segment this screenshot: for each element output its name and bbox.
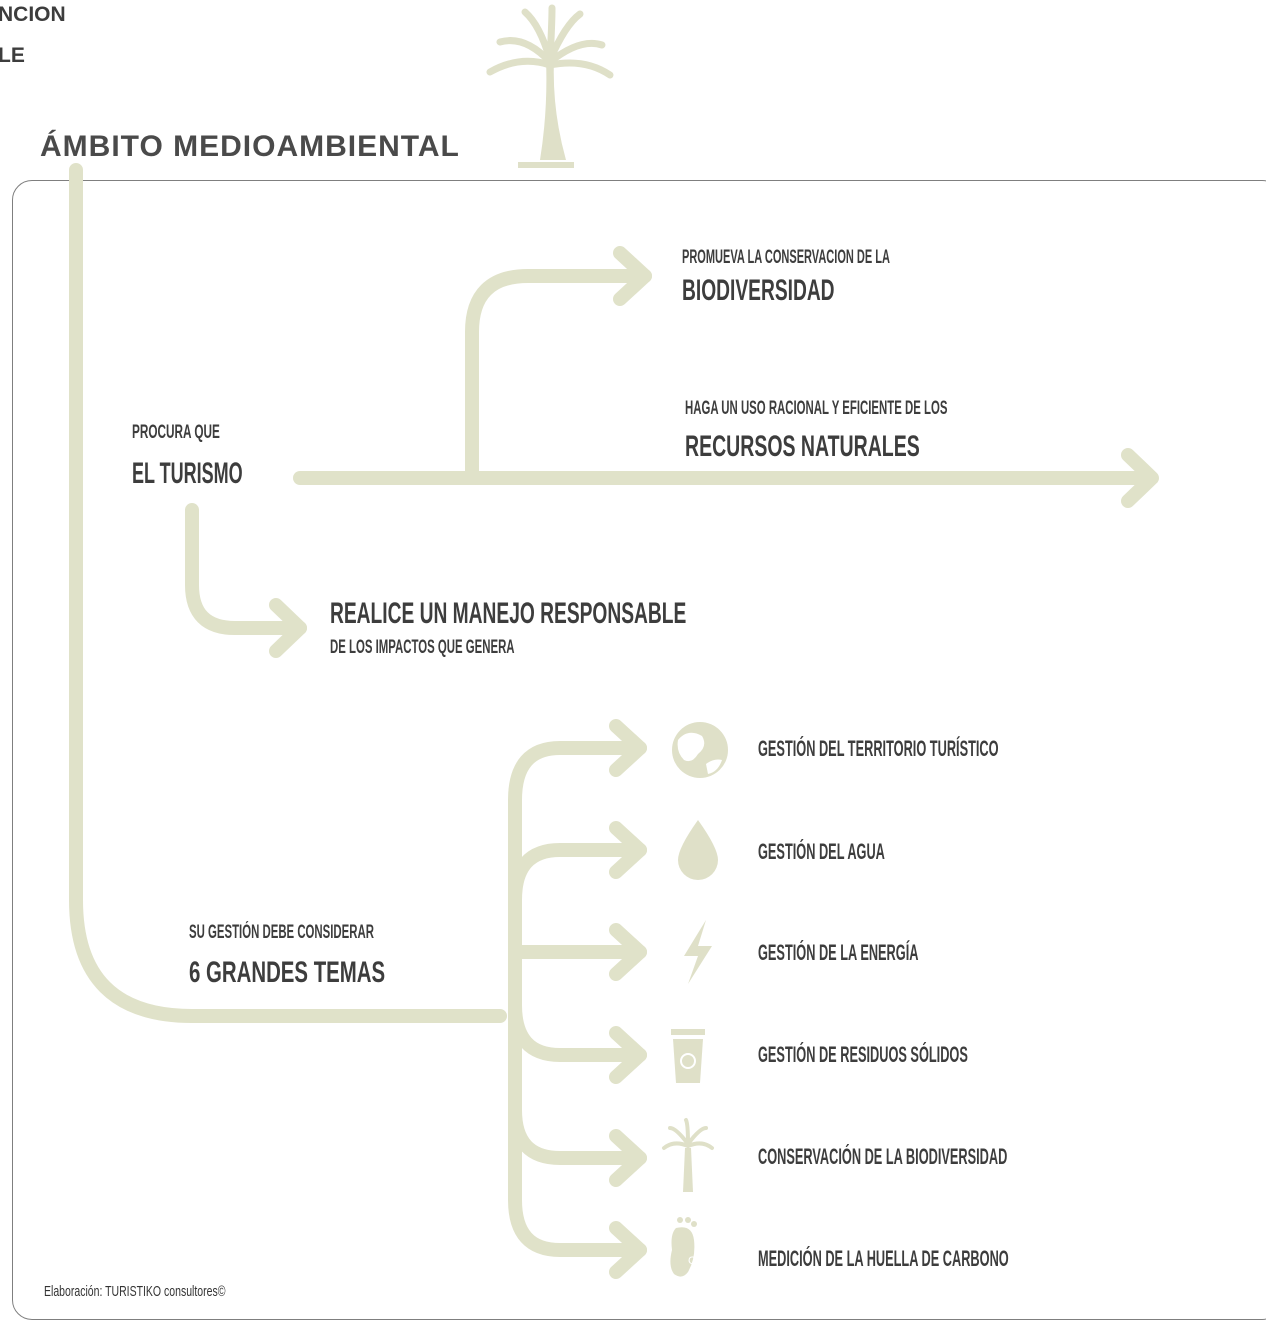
branch-impactos-line-1: REALICE UN MANEJO RESPONSABLE [330,597,687,630]
root-line-2: EL TURISMO [132,457,243,490]
topic-arrowheads [609,719,647,1279]
management-line-1: SU GESTIÓN DEBE CONSIDERAR [189,922,374,943]
branch-biodiversidad-line-2: BIODIVERSIDAD [682,274,835,307]
branch-biodiversidad-line-1: PROMUEVA LA CONSERVACION DE LA [682,247,890,268]
header-cut-line-2: LE [0,44,25,67]
topics-fan-connector [508,741,647,1257]
credit-text: Elaboración: TURISTIKO consultores© [44,1283,226,1300]
lightning-icon [684,920,712,984]
biodiversidad-arrowhead [613,246,652,306]
co2-footprint-icon: CO [670,1217,705,1277]
header-cut-line-1: NCION [0,3,66,26]
topic-label-residuos: GESTIÓN DE RESIDUOS SÓLIDOS [758,1042,968,1067]
recycling-bin-icon [671,1029,705,1083]
topic-label-huella-carbono: MEDICIÓN DE LA HUELLA DE CARBONO [758,1246,1009,1271]
globe-icon [672,722,728,778]
impactos-connector [185,503,307,635]
biodiversidad-connector [465,269,652,485]
svg-text:CO: CO [688,1255,705,1267]
branch-impactos-line-2: DE LOS IMPACTOS QUE GENERA [330,637,515,658]
topic-label-energia: GESTIÓN DE LA ENERGÍA [758,940,919,965]
root-line-1: PROCURA QUE [132,422,220,443]
topic-label-agua: GESTIÓN DEL AGUA [758,839,885,864]
water-drop-icon [678,820,718,880]
management-line-2: 6 GRANDES TEMAS [189,956,386,989]
araucaria-logo-icon [486,4,614,168]
topic-label-territorio: GESTIÓN DEL TERRITORIO TURÍSTICO [758,736,999,761]
section-title: ÁMBITO MEDIOAMBIENTAL [40,130,460,163]
araucaria-tree-icon [662,1118,714,1192]
topic-label-biodiversidad: CONSERVACIÓN DE LA BIODIVERSIDAD [758,1144,1008,1169]
recursos-arrowhead [1121,448,1159,508]
impactos-arrowhead [269,598,307,658]
main-trunk-connector [69,163,507,1023]
branch-recursos-line-2: RECURSOS NATURALES [685,430,920,463]
branch-recursos-line-1: HAGA UN USO RACIONAL Y EFICIENTE DE LOS [685,398,948,419]
